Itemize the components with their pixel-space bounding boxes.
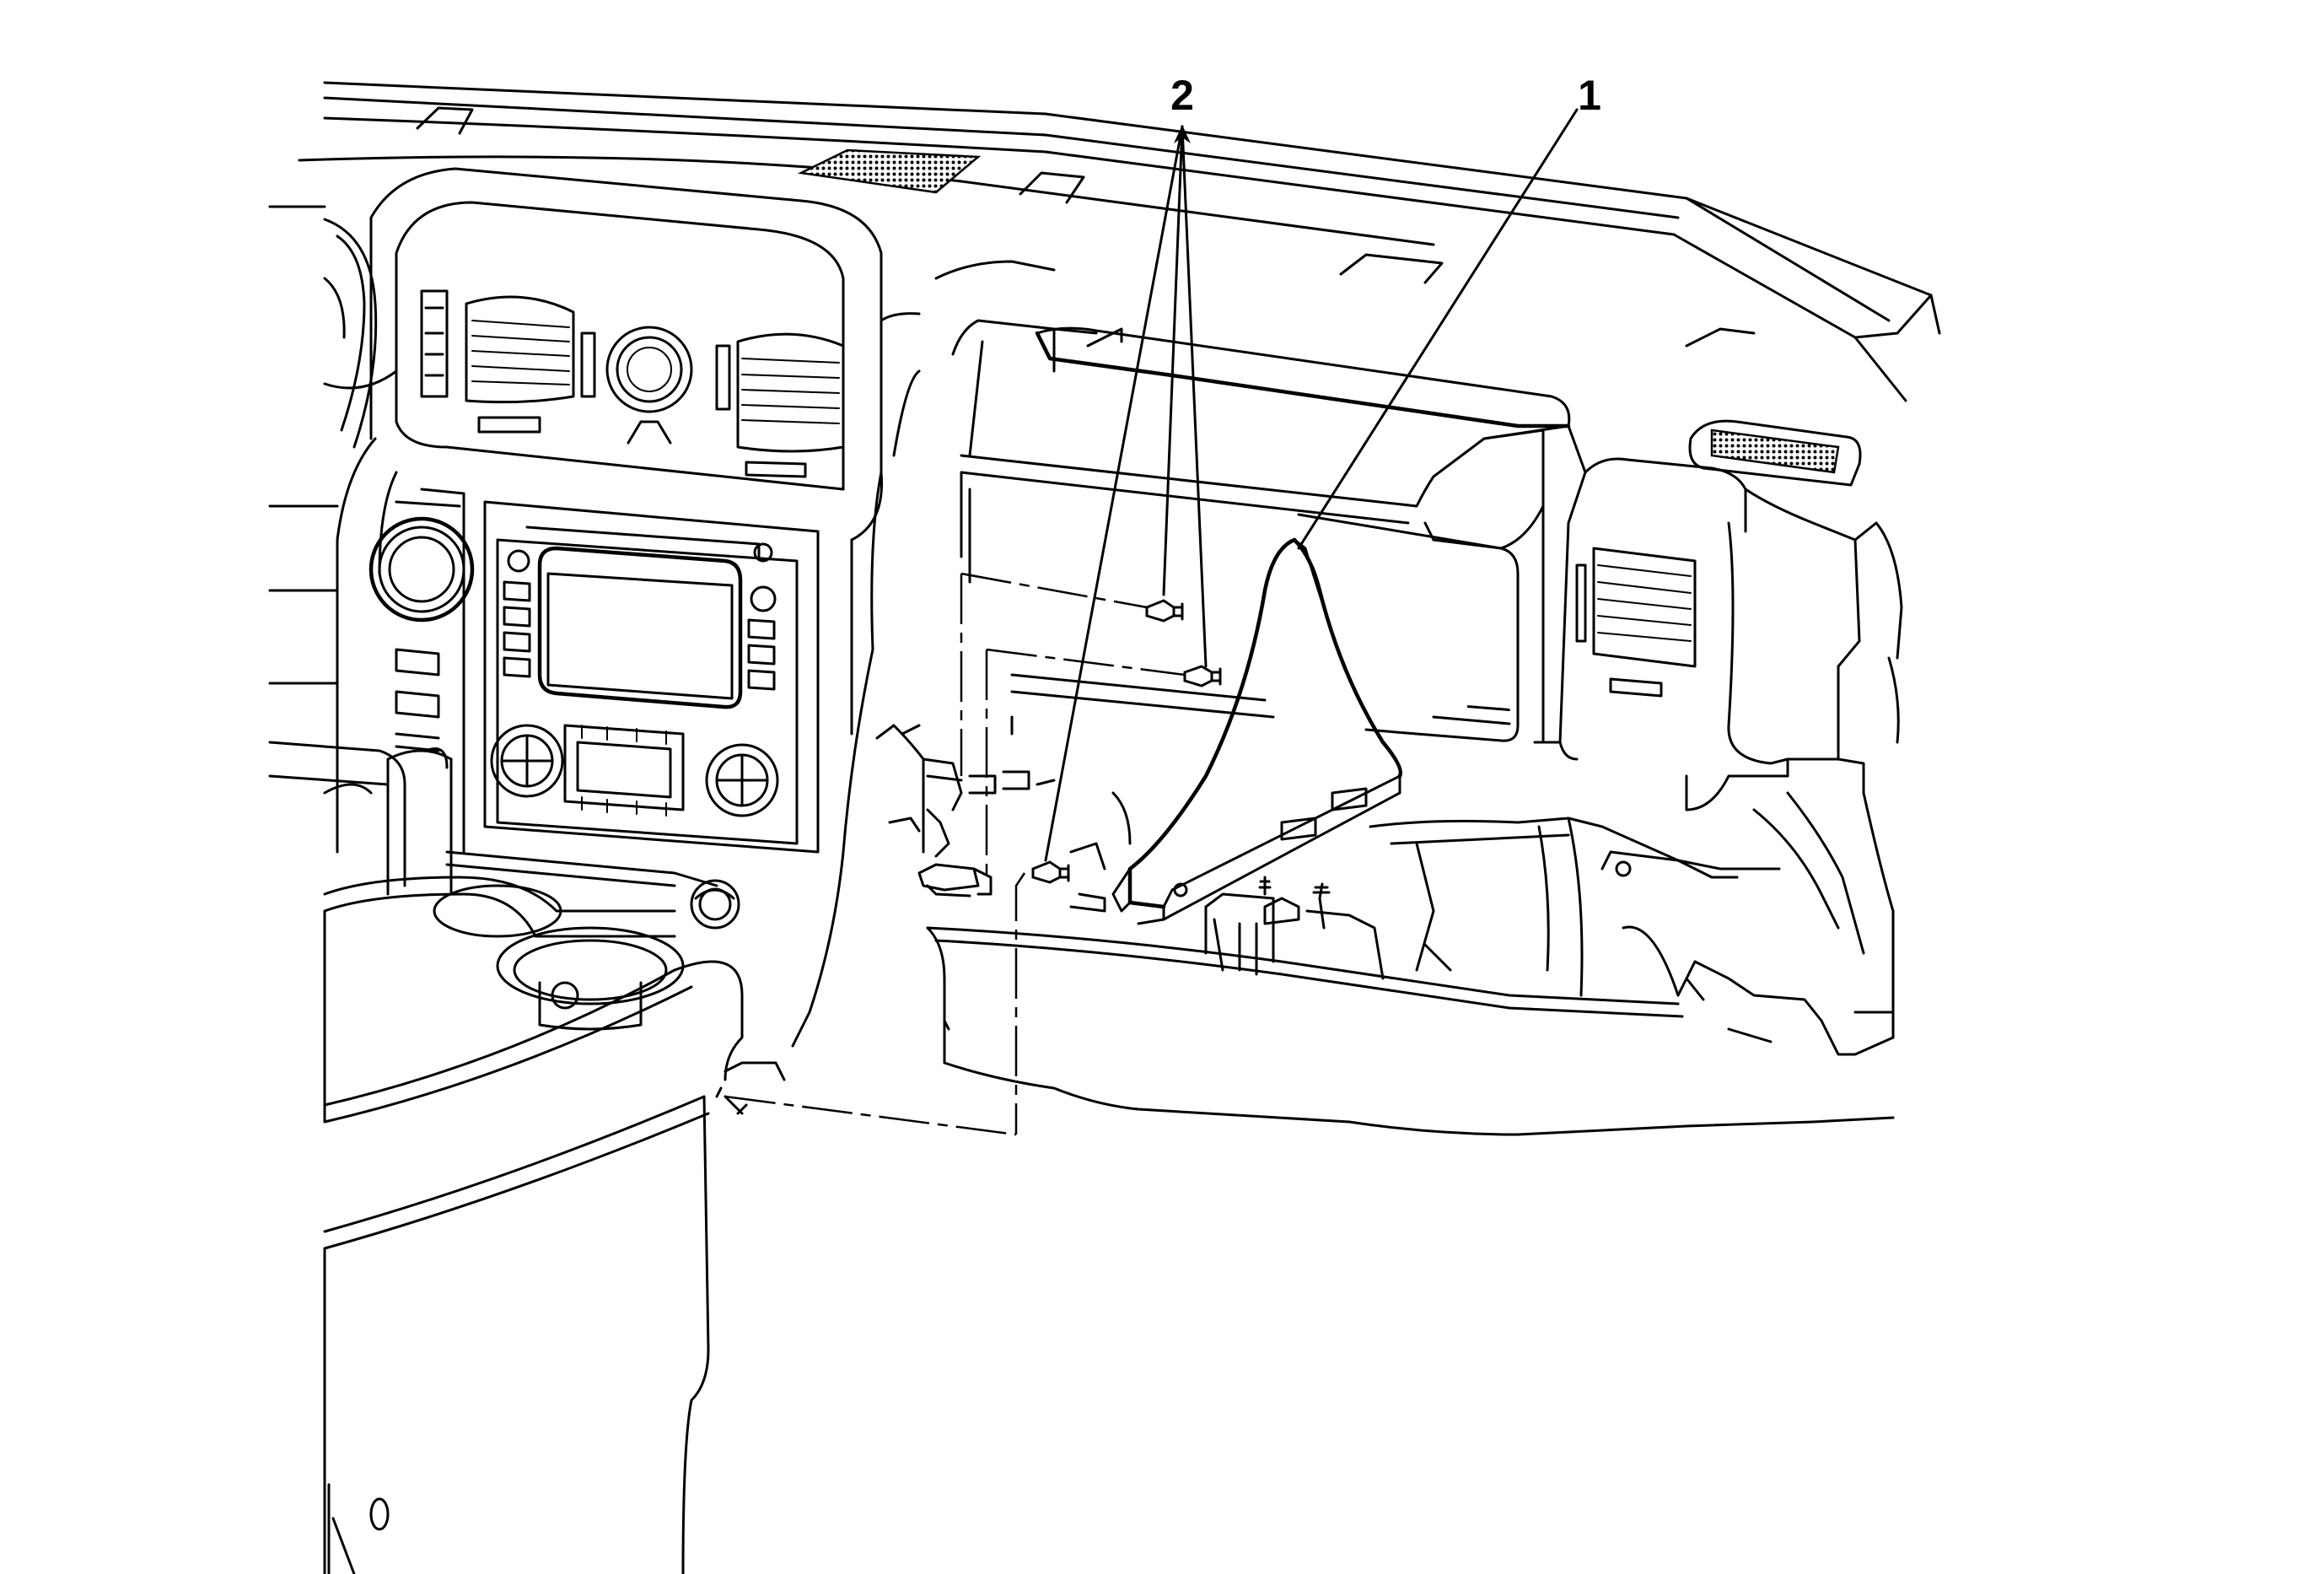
cluster-area xyxy=(268,205,398,795)
left-lower-dash xyxy=(268,437,740,1124)
under-dash xyxy=(724,673,1895,1136)
radio-display-screen xyxy=(537,546,743,709)
center-console xyxy=(323,960,744,1574)
fastener-upper xyxy=(1145,599,1184,623)
fasteners xyxy=(1031,599,1222,884)
fastener-middle xyxy=(1183,665,1222,687)
passenger-dash xyxy=(791,260,1903,1048)
center-stack-bezel xyxy=(369,167,884,854)
callout-label-2: 2 xyxy=(1170,72,1194,119)
callout-label-1: 1 xyxy=(1578,72,1601,119)
knee-bolster-panel xyxy=(1111,537,1403,925)
fastener-lower xyxy=(1031,860,1070,884)
defroster-grille xyxy=(797,148,982,194)
callout-leaders xyxy=(1044,108,1579,862)
callout-labels: 1 2 xyxy=(1170,72,1601,119)
dashed-guide-lines xyxy=(724,572,1186,1136)
dash-top-pad xyxy=(298,81,1941,402)
